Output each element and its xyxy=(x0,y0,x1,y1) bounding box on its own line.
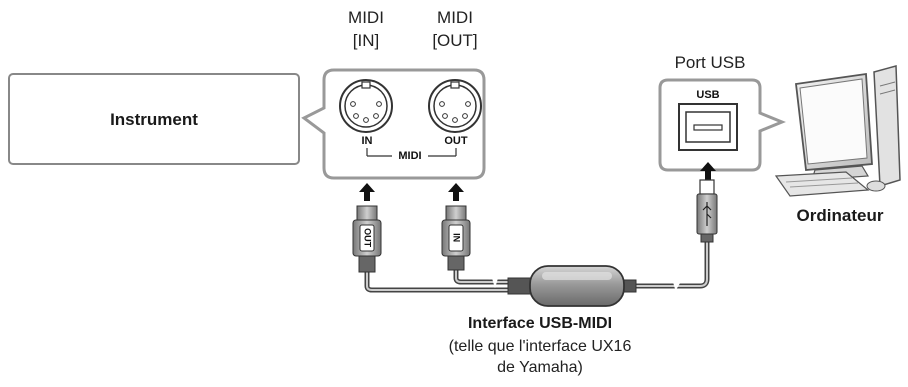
usb-port-label: USB xyxy=(696,89,720,101)
usb-midi-interface xyxy=(507,265,637,307)
usb-port-panel xyxy=(658,78,786,172)
midi-out-port-label: OUT xyxy=(444,135,468,147)
midi-out-jack xyxy=(428,79,482,133)
usb-port-caption: Port USB xyxy=(674,53,746,72)
arrow-up-icon xyxy=(359,162,716,201)
instrument-box xyxy=(8,73,300,165)
midi-in-label-top: MIDI xyxy=(348,8,384,27)
midi-in-label-bottom: [IN] xyxy=(352,31,380,50)
midi-plug-out xyxy=(352,205,382,273)
midi-out-label-bottom: [OUT] xyxy=(432,31,478,50)
midi-plug-in xyxy=(441,205,471,271)
interface-subtitle-line2: de Yamaha) xyxy=(497,359,583,376)
interface-title: Interface USB-MIDI xyxy=(467,315,613,332)
computer-icon xyxy=(774,65,901,197)
usb-plug xyxy=(696,179,718,243)
plug-in-label: IN xyxy=(451,233,462,243)
instrument-label: Instrument xyxy=(110,110,198,129)
midi-out-label-top: MIDI xyxy=(437,8,473,27)
midi-group-label: MIDI xyxy=(398,150,422,162)
computer-label: Ordinateur xyxy=(796,206,884,225)
plug-out-label: OUT xyxy=(362,228,373,248)
midi-in-jack xyxy=(339,79,393,133)
midi-in-port-label: IN xyxy=(361,135,373,147)
interface-subtitle-line1: (telle que l'interface UX16 xyxy=(448,338,632,355)
cable xyxy=(364,237,710,293)
